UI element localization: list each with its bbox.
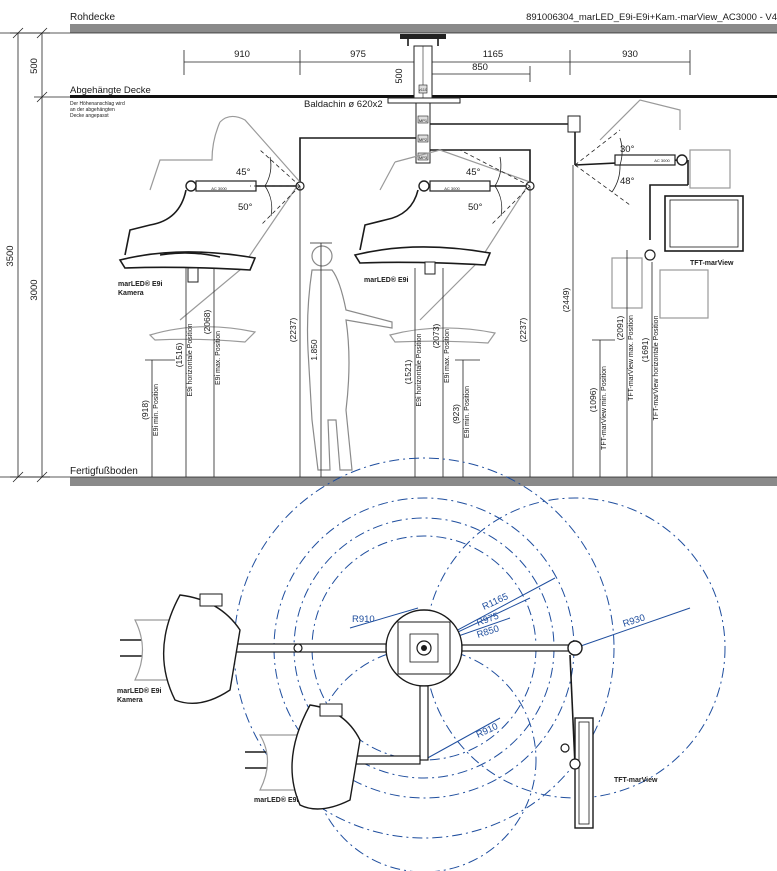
- person-silhouette: [306, 245, 393, 471]
- height-dimension-lines: [145, 165, 653, 477]
- canopy: [387, 97, 461, 104]
- dim-upper-height: 500: [29, 58, 40, 74]
- dim-lower-height: 3000: [29, 279, 40, 300]
- label-e9i-kamera-2: Kamera: [118, 290, 144, 297]
- spring-arms: [299, 115, 581, 182]
- drawing-number-label: 891006304_marLED_E9i-E9i+Kam.-marView_AC…: [526, 12, 777, 23]
- h-1521: (1521): [403, 360, 413, 385]
- lamp-e9i-kamera-elevation: [118, 115, 305, 343]
- h-2073-text: E9i max. Position: [444, 329, 451, 383]
- h-1096: (1096): [588, 388, 598, 413]
- label-e9i: marLED® E9i: [364, 276, 409, 284]
- tag-mp1: MP1: [419, 118, 428, 123]
- h-1516: (1516): [174, 343, 184, 368]
- h-1691: (1691): [640, 338, 650, 363]
- h-1516-text: E9i horizontale Position: [187, 323, 194, 396]
- label-tft-marview: TFT-marView: [690, 260, 734, 267]
- plan-r910-top: R910: [352, 614, 375, 625]
- tag-ac3000-left: AC 3000: [211, 186, 227, 191]
- plan-lamp-e9i: [245, 703, 361, 810]
- ceiling-note-2: an der abgehängten: [70, 107, 115, 113]
- horizontal-dimension-line: [183, 50, 691, 82]
- angle-45-left: 45°: [236, 167, 251, 178]
- floor-label: Fertigfußboden: [70, 466, 138, 477]
- label-e9i-kamera-1: marLED® E9i: [118, 280, 163, 288]
- ceiling-note-3: Decke angepasst: [70, 113, 109, 119]
- angle-50-left: 50°: [238, 202, 253, 213]
- h-923: (923): [451, 404, 461, 424]
- tag-ac3000-middle: AC 3000: [444, 186, 460, 191]
- tag-ac3000-right: AC 3000: [654, 158, 670, 163]
- h-2237-left: (2237): [288, 318, 298, 343]
- h-918-text: E9i min. Position: [153, 384, 160, 436]
- h-2449: (2449): [561, 288, 571, 313]
- angle-45-middle: 45°: [466, 167, 481, 178]
- angle-50-middle: 50°: [468, 202, 483, 213]
- angle-48-right: 48°: [620, 176, 635, 187]
- h-2091: (2091): [615, 316, 625, 341]
- dim-910: 910: [234, 49, 250, 60]
- dim-1165: 1165: [483, 49, 503, 60]
- plan-label-e9i-kamera-1: marLED® E9i: [117, 687, 162, 695]
- tag-mp3: MP3: [419, 155, 428, 160]
- vertical-dimensions: [10, 27, 70, 483]
- tag-mp2: MP2: [419, 137, 428, 142]
- tag-v110: v110: [419, 87, 428, 92]
- dim-850: 850: [472, 62, 488, 73]
- h-person: 1.850: [309, 339, 319, 361]
- h-2091-text: TFT-marView max. Position: [628, 315, 635, 401]
- dim-stem-500: 500: [394, 68, 404, 83]
- plan-lamp-e9i-kamera: [120, 593, 303, 704]
- h-1691-text: TFT-marView horizontale Position: [653, 315, 660, 420]
- suspended-ceiling-label: Abgehängte Decke: [70, 85, 151, 96]
- plan-radius-circles: [233, 457, 726, 871]
- h-2068: (2068): [202, 310, 212, 335]
- plan-label-e9i: marLED® E9i: [254, 796, 299, 804]
- plan-label-tft-marview: TFT-marView: [614, 777, 658, 784]
- ceiling-slab: [70, 24, 777, 33]
- h-2068-text: E9i max. Position: [215, 331, 222, 385]
- ceiling-note-1: Der Höhenanschlag wird: [70, 101, 125, 107]
- h-1521-text: E9i horizontale Position: [416, 333, 423, 406]
- h-923-text: E9i min. Position: [464, 386, 471, 438]
- h-918: (918): [140, 400, 150, 420]
- plan-canopy: [385, 609, 463, 687]
- tft-marview-elevation: [574, 99, 744, 319]
- canopy-label: Baldachin ø 620x2: [304, 99, 383, 110]
- lamp-e9i-elevation: [353, 149, 535, 344]
- central-axis: [415, 84, 431, 164]
- angle-30-right: 30°: [620, 144, 635, 155]
- h-2073: (2073): [431, 324, 441, 349]
- plan-tft-marview: [560, 717, 594, 829]
- plan-r910-bottom: R910: [475, 721, 500, 741]
- dim-930: 930: [622, 49, 638, 60]
- rohdecke-label: Rohdecke: [70, 12, 115, 23]
- dim-975: 975: [350, 49, 366, 60]
- plan-arms: [189, 640, 583, 766]
- floor-slab: [70, 477, 777, 486]
- plan-label-e9i-kamera-2: Kamera: [117, 697, 143, 704]
- h-1096-text: TFT-marView min. Position: [601, 366, 608, 450]
- dim-total-height: 3500: [5, 245, 16, 266]
- h-2237-right: (2237): [518, 318, 528, 343]
